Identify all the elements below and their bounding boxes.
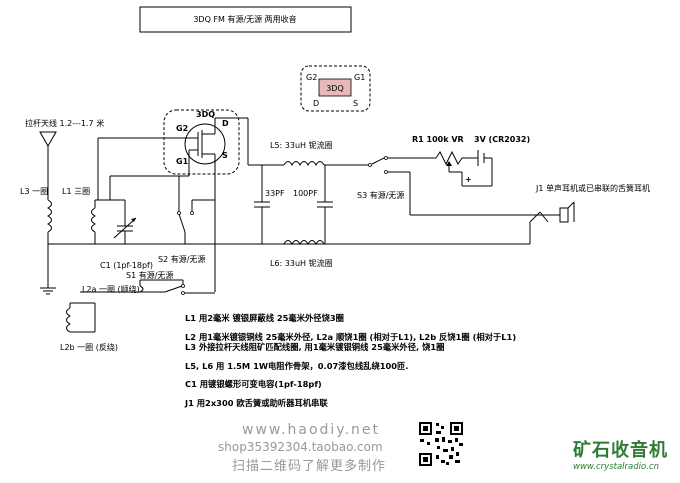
coil-l6: [283, 240, 325, 246]
chip-label: 3DQ: [326, 84, 344, 93]
note-line: L2 用1毫米镀银铜线 25毫米外径, L2a 顺饶1圈 (相对于L1), L2…: [185, 331, 517, 342]
ground-symbol: [40, 287, 56, 295]
coil-l1: [91, 199, 110, 244]
l6-label: L6: 33uH 铌流圈: [270, 258, 333, 268]
capacitor-100pf: [317, 165, 333, 244]
transistor-g1: G1: [176, 157, 189, 166]
coil-l3: [46, 199, 52, 288]
l5-label: L5: 33uH 铌流圈: [270, 140, 333, 150]
switch-s2: [177, 176, 215, 244]
r1-label: R1 100k VR: [412, 135, 464, 144]
battery-plus: +: [465, 175, 472, 184]
note-line: L5, L6 用 1.5M 1W电阻作骨架，0.07漆包线乱绕100匝.: [185, 360, 409, 371]
s1-label: S1 有源/无源: [126, 270, 173, 280]
note-line: C1 用镀银螺形可变电容(1pf-18pf): [185, 379, 322, 390]
antenna-symbol: [39, 131, 57, 200]
j1-label: J1 单声耳机或已串联的舌簧耳机: [535, 183, 650, 193]
transistor-3dq: 3DQ G2 G1 D S: [163, 109, 240, 175]
s3-label: S3 有源/无源: [357, 190, 404, 200]
qr-code-image: [418, 421, 464, 467]
note-line: L3 外接拉杆天线阻矿匹配线圈, 用1毫米镀银铜线 25毫米外径, 饶1圈: [185, 342, 445, 353]
l3-label: L3 一圈: [20, 187, 48, 196]
note-line: J1 用2x300 欧舌簧或助听器耳机串联: [185, 397, 328, 408]
coil-l2b: [66, 302, 96, 333]
transistor-g2: G2: [176, 124, 188, 133]
title-text: 3DQ FM 有源/无源 两用收音: [193, 14, 296, 24]
chip-d: D: [313, 99, 319, 108]
footer-scan: 扫描二维码了解更多制作: [232, 459, 387, 474]
title-box: [139, 6, 352, 33]
jack-j1: [529, 201, 575, 223]
brand-url: www.crystalradio.cn: [573, 462, 659, 472]
chip-g2: G2: [306, 73, 317, 82]
coil-l5: [283, 161, 368, 167]
transistor-name: 3DQ: [196, 110, 215, 119]
footer-url: www.haodiy.net: [242, 422, 381, 438]
switch-s3: [368, 156, 436, 215]
s2-label: S2 有源/无源: [158, 254, 205, 264]
c100-label: 100PF: [293, 189, 318, 198]
capacitor-c1: [110, 199, 137, 244]
transistor-d: D: [222, 119, 229, 128]
brand-logo: 矿石收音机 www.crystalradio.cn: [573, 436, 668, 472]
resistor-r1: [435, 150, 478, 186]
switch-s1: [140, 279, 215, 295]
battery-label: 3V (CR2032): [474, 135, 530, 144]
chip-s: S: [353, 99, 358, 108]
footer-shop: shop35392304.taobao.com: [218, 440, 383, 454]
c1-label: C1 (1pf-18pf): [100, 261, 153, 270]
antenna-label: 拉杆天线 1.2---1.7 米: [25, 118, 104, 128]
chip-g1: G1: [354, 73, 365, 82]
notes-block: L1 用2毫米 镀银屏蔽线 25毫米外径饶3圈 L2 用1毫米镀银铜线 25毫米…: [185, 313, 585, 409]
c33-label: 33PF: [265, 189, 285, 198]
transistor-s: S: [222, 151, 228, 160]
capacitor-33pf: [254, 165, 270, 244]
battery: [462, 150, 493, 187]
l1-label: L1 三圈: [62, 187, 90, 196]
coil-l2a: [80, 280, 144, 293]
chip-pinout: 3DQ G2 G1 D S: [300, 65, 371, 112]
brand-name: 矿石收音机: [573, 440, 668, 461]
l2a-label: L2a 一圈 (顺绕): [82, 284, 140, 294]
note-line: L1 用2毫米 镀银屏蔽线 25毫米外径饶3圈: [185, 313, 344, 323]
l2b-label: L2b 一圈 (反绕): [60, 342, 118, 352]
